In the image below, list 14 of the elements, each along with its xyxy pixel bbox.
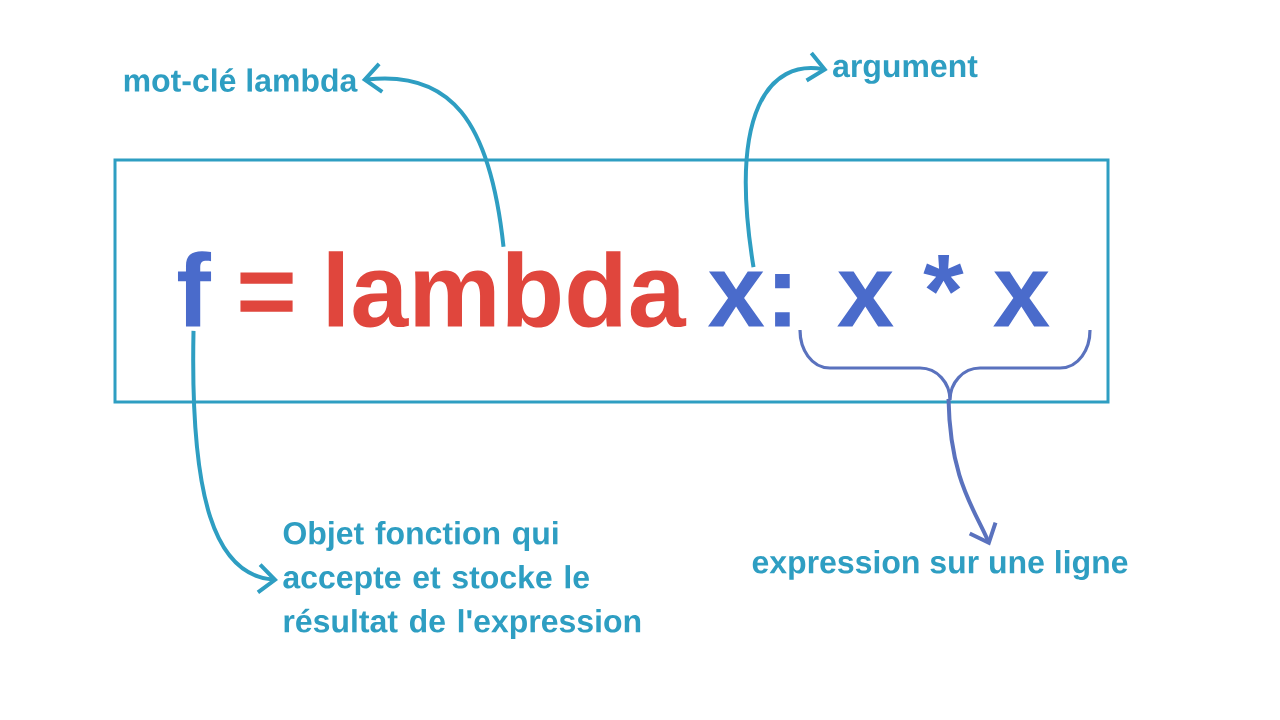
annotation-label: mot-clé lambda	[124, 68, 358, 92]
curved-arrow	[744, 51, 828, 268]
code-token: x * x	[837, 254, 1050, 327]
annotation-label: argument	[833, 56, 978, 84]
curved-arrow	[191, 330, 278, 595]
curved-arrow	[946, 398, 998, 546]
code-box	[113, 158, 1110, 404]
annotation-label: expression sur une ligne	[752, 550, 1128, 580]
annotation-text: Objet fonction qui accepte et stocke le résultat de l'expression	[283, 521, 641, 639]
code-token: lambda	[328, 251, 687, 328]
code-token: f	[178, 251, 212, 327]
curved-arrow	[361, 62, 506, 247]
code-token: x:	[708, 271, 790, 327]
code-token: =	[240, 272, 293, 312]
